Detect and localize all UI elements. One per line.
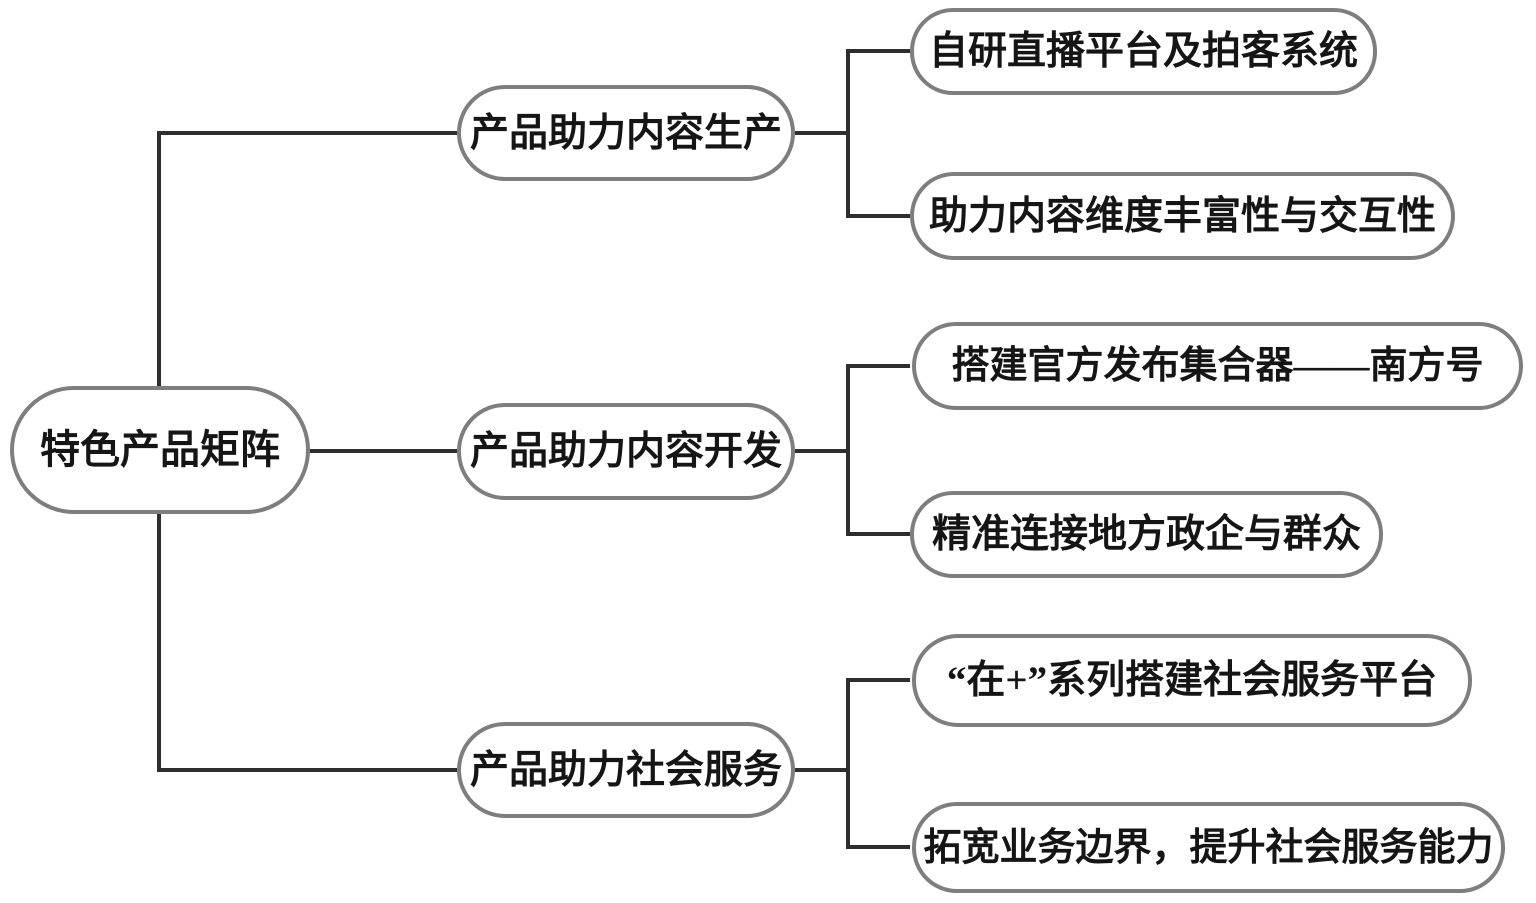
- branch-node-social-service: 产品助力社会服务: [457, 722, 795, 818]
- leaf-node-expand-business: 拓宽业务边界，提升社会服务能力: [912, 802, 1505, 893]
- branch-node-content-production: 产品助力内容生产: [457, 85, 795, 181]
- leaf-node-live-platform: 自研直播平台及拍客系统: [910, 8, 1377, 95]
- connector-branch2-leaves: [846, 364, 910, 536]
- leaf-node-connect-gov-public: 精准连接地方政企与群众: [910, 491, 1383, 578]
- leaf-node-zai-plus-platform: “在+”系列搭建社会服务平台: [912, 634, 1472, 727]
- leaf-node-content-richness: 助力内容维度丰富性与交互性: [910, 172, 1455, 260]
- connector-root-branch1: [157, 131, 457, 386]
- connector-branch3-leaves: [846, 678, 910, 849]
- root-node: 特色产品矩阵: [10, 386, 310, 514]
- connector-branch1-leaves: [846, 49, 910, 218]
- branch-node-content-development: 产品助力内容开发: [457, 403, 795, 500]
- connector-root-branch3: [157, 514, 457, 772]
- leaf-node-nanfang-hao: 搭建官方发布集合器——南方号: [912, 322, 1523, 410]
